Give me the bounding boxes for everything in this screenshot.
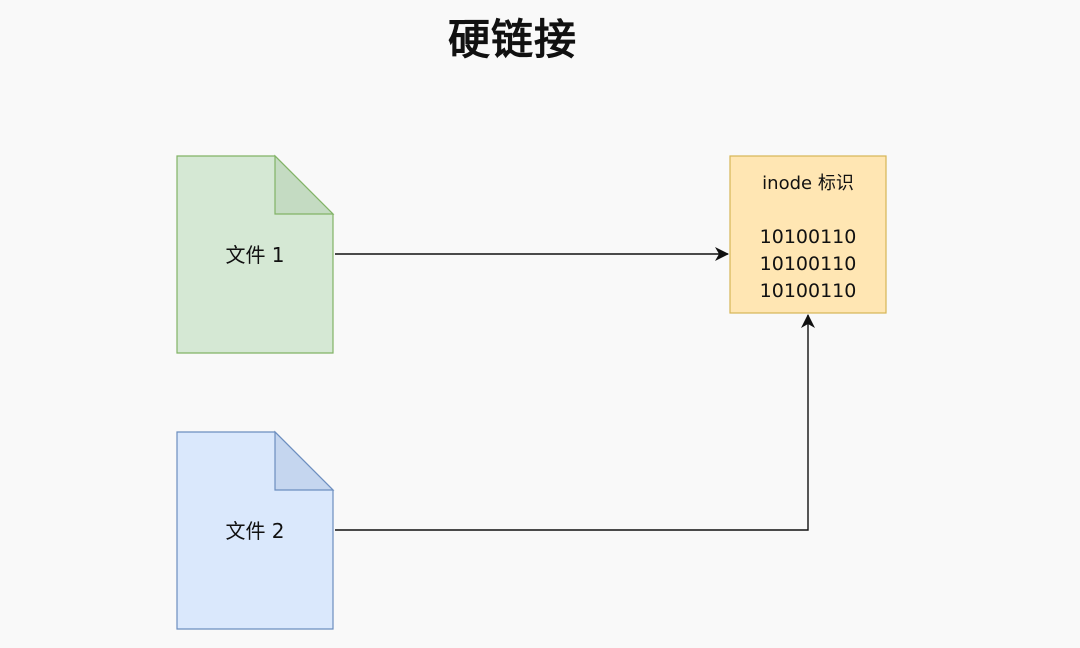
inode-heading: inode 标识: [762, 173, 854, 194]
inode-line-1: 10100110: [760, 226, 857, 248]
inode-line-2: 10100110: [760, 253, 857, 275]
arrow-file-2-to-inode: [335, 314, 815, 531]
file-2-folded-corner: [274, 430, 335, 491]
file-1-node: 文件 1: [176, 154, 335, 354]
file-1-label: 文件 1: [225, 243, 284, 267]
diagram-title: 硬链接: [447, 15, 577, 64]
file-2-node: 文件 2: [176, 430, 335, 630]
file-1-folded-corner: [274, 154, 335, 215]
inode-box: [729, 155, 887, 314]
inode-line-3: 10100110: [760, 280, 857, 302]
file-2-label: 文件 2: [225, 519, 284, 543]
inode-node: inode 标识 10100110 10100110 10100110: [729, 155, 887, 314]
